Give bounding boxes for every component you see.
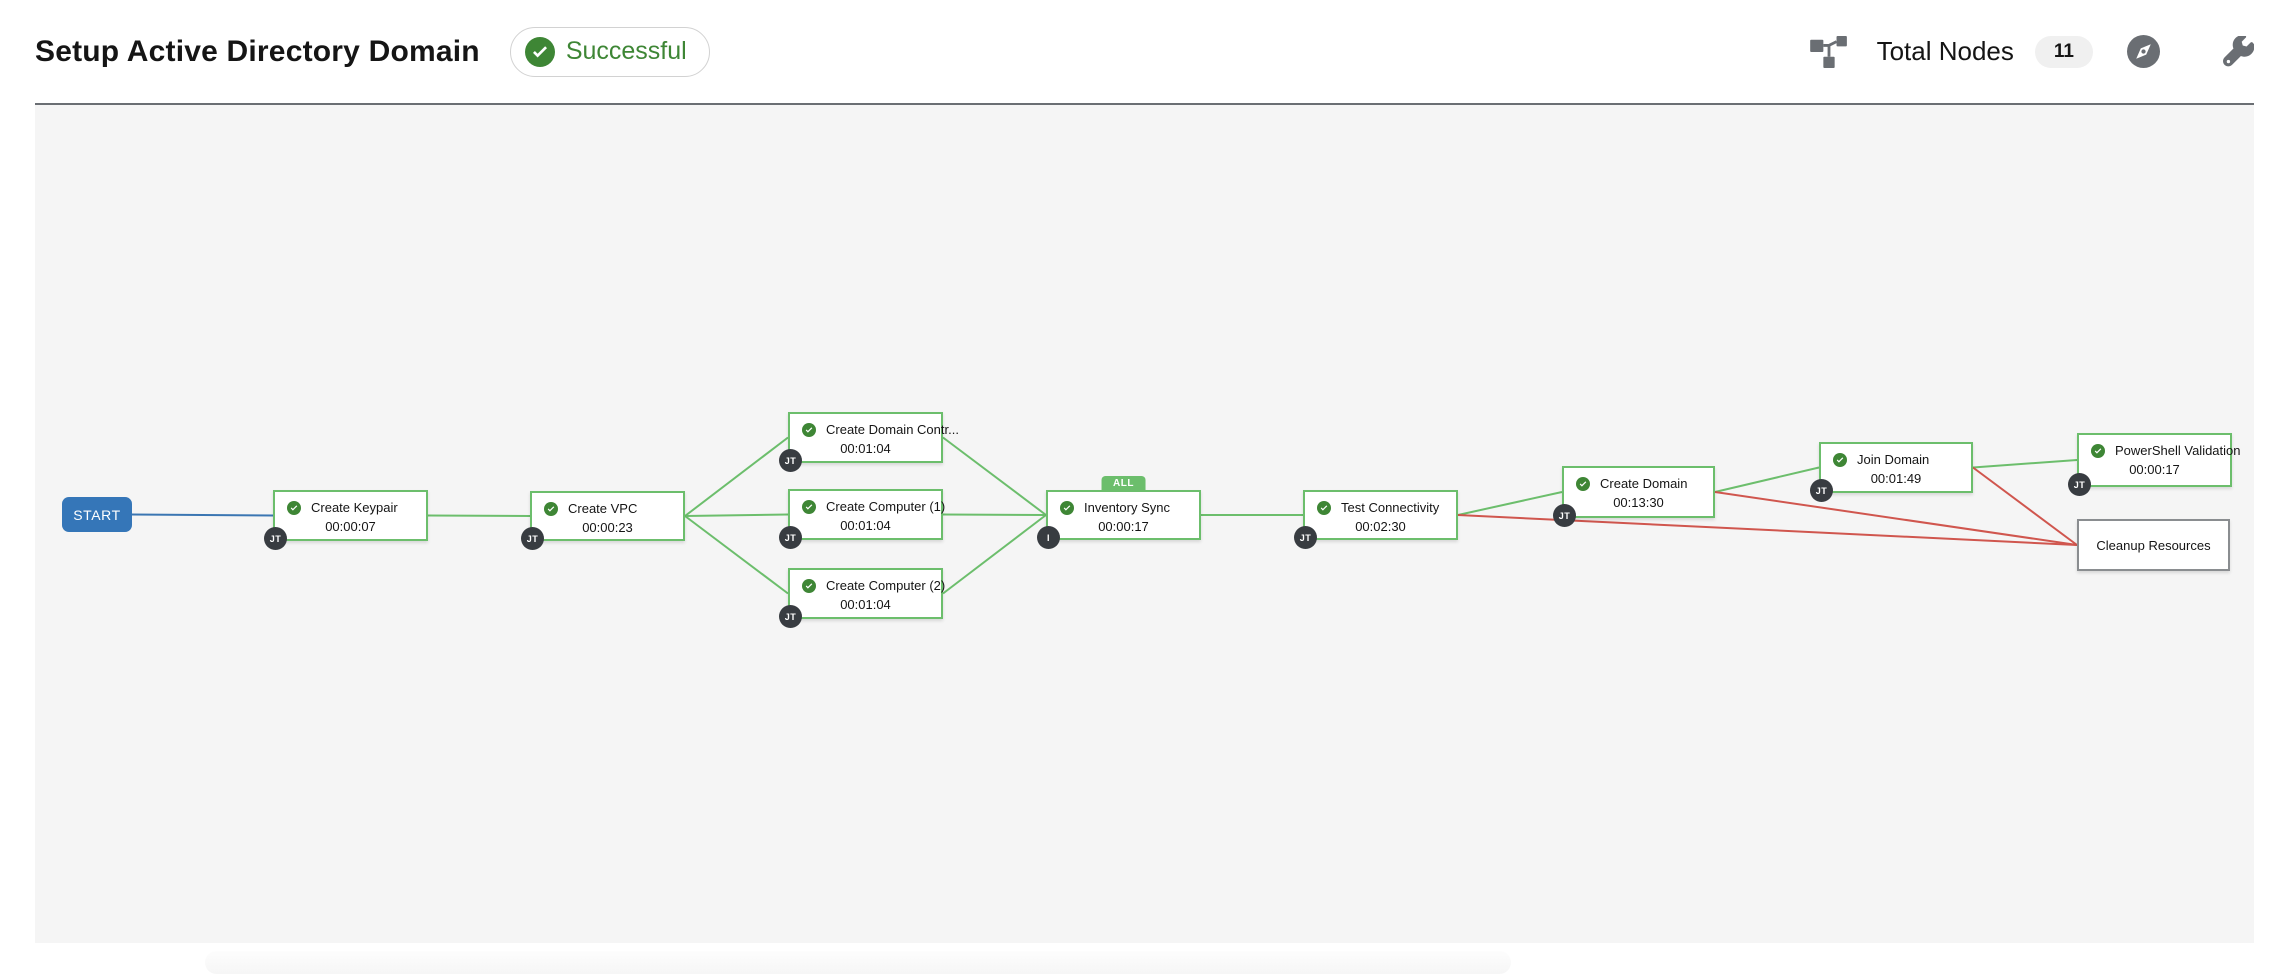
success-check-icon [2091, 443, 2105, 458]
node-label: PowerShell Validation [2115, 443, 2241, 458]
node-type-badge: JT [1810, 479, 1833, 502]
workflow-node-test-connectivity[interactable]: Test Connectivity 00:02:30 JT [1294, 490, 1458, 549]
status-label: Successful [565, 37, 687, 65]
node-elapsed-time: 00:00:23 [582, 520, 633, 535]
header-toolbar: Total Nodes 11 [1809, 35, 2254, 68]
node-type-badge: JT [264, 527, 287, 550]
edge-create-vpc-to-create-computer-1 [684, 513, 789, 517]
node-elapsed-time: 00:02:30 [1355, 519, 1406, 534]
header-title-group: Setup Active Directory Domain Successful [35, 26, 710, 77]
success-check-icon [802, 578, 816, 593]
success-check-icon [802, 499, 816, 514]
success-check-icon [1060, 500, 1074, 515]
edge-join-domain-to-cleanup-resources [1972, 466, 2078, 546]
node-type-badge: JT [1553, 504, 1576, 527]
node-label: Create Domain Contr... [826, 422, 959, 437]
success-check-icon [1317, 500, 1331, 515]
total-nodes-label: Total Nodes [1876, 36, 2014, 66]
success-check-icon [1833, 452, 1847, 467]
node-type-badge: JT [779, 526, 802, 549]
node-elapsed-time: 00:00:17 [2129, 462, 2180, 477]
page-title: Setup Active Directory Domain [35, 34, 480, 68]
sitemap-icon [1809, 35, 1848, 68]
edge-create-domain-to-join-domain [1714, 466, 1820, 493]
workflow-node-inventory-sync[interactable]: ALL Inventory Sync 00:00:17 I [1037, 476, 1201, 549]
node-type-badge: JT [779, 449, 802, 472]
status-badge[interactable]: Successful [509, 26, 710, 77]
node-type-badge: JT [521, 527, 544, 550]
wrench-icon[interactable] [2223, 36, 2254, 67]
edge-create-vpc-to-create-domain-controller [684, 436, 789, 517]
edge-start-to-create-keypair [131, 513, 274, 517]
success-check-icon [544, 501, 558, 516]
total-nodes-count: 11 [2034, 35, 2093, 68]
node-elapsed-time: 00:00:17 [1098, 519, 1149, 534]
horizontal-scrollbar-thumb[interactable] [205, 951, 1511, 974]
node-type-badge: JT [779, 605, 802, 628]
node-elapsed-time: 00:01:04 [840, 441, 891, 456]
success-check-icon [287, 500, 301, 515]
node-type-badge: I [1037, 526, 1060, 549]
node-label: Test Connectivity [1341, 500, 1440, 515]
workflow-node-start[interactable]: START [62, 497, 132, 532]
node-label: Create VPC [568, 501, 638, 516]
edge-create-computer-2-to-inventory-sync [942, 514, 1047, 595]
edge-create-domain-controller-to-inventory-sync [942, 436, 1047, 516]
workflow-node-cleanup-resources[interactable]: Cleanup Resources [2077, 519, 2230, 571]
node-label: Create Computer (1) [826, 499, 946, 514]
node-type-badge: JT [1294, 526, 1317, 549]
edge-create-computer-1-to-inventory-sync [942, 513, 1047, 516]
node-label: Create Domain [1600, 476, 1688, 491]
node-label: Create Computer (2) [826, 578, 946, 593]
node-elapsed-time: 00:01:49 [1870, 471, 1922, 486]
node-label: Join Domain [1857, 452, 1930, 467]
node-elapsed-time: 00:00:07 [325, 519, 376, 534]
edge-create-keypair-to-create-vpc [427, 514, 531, 517]
node-elapsed-time: 00:01:04 [840, 597, 891, 612]
success-check-icon [1576, 476, 1590, 491]
edge-create-vpc-to-create-computer-2 [684, 515, 789, 595]
page-header: Setup Active Directory Domain Successful… [35, 0, 2254, 103]
node-label: Inventory Sync [1084, 500, 1170, 515]
node-elapsed-time: 00:13:30 [1613, 495, 1664, 510]
node-label: Cleanup Resources [2096, 537, 2211, 553]
edge-create-domain-to-cleanup-resources [1714, 491, 2078, 546]
node-type-badge: JT [2068, 473, 2091, 496]
edge-join-domain-to-powershell-validation [1972, 459, 2078, 469]
header-divider [35, 103, 2254, 105]
node-label: Create Keypair [311, 500, 398, 515]
workflow-node-create-vpc[interactable]: Create VPC 00:00:23 JT [521, 491, 685, 550]
compass-icon[interactable] [2127, 35, 2160, 68]
check-circle-icon [524, 36, 555, 67]
edge-test-connectivity-to-cleanup-resources [1457, 514, 2078, 546]
all-convergence-tag: ALL [1101, 476, 1146, 490]
node-elapsed-time: 00:01:04 [840, 518, 891, 533]
success-check-icon [802, 422, 816, 437]
edge-test-connectivity-to-create-domain [1457, 491, 1563, 516]
start-node-label: START [73, 506, 121, 523]
